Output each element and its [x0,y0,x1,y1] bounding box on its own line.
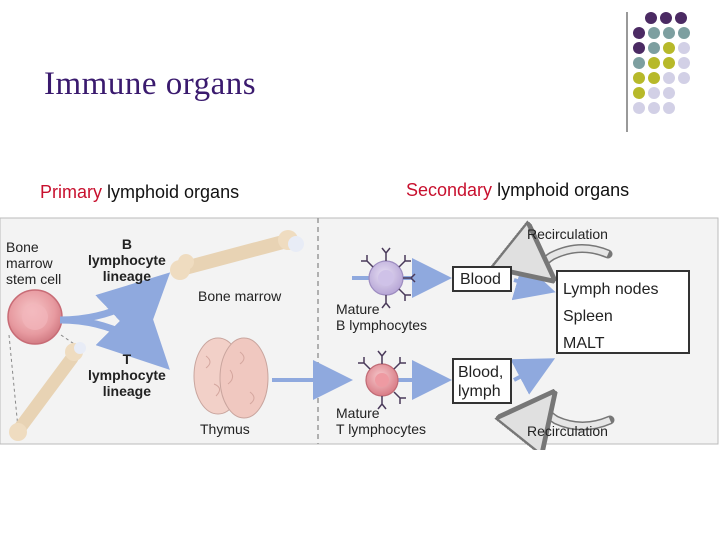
decorative-dot [633,27,645,39]
decorative-dot [633,102,645,114]
decorative-dot [660,12,672,24]
recirculation-bottom-arrow [545,400,612,426]
blood-lymph-box: Blood, lymph [452,358,512,404]
mature-t-cell [358,350,406,410]
decorative-dot-grid [626,12,690,132]
small-bone [9,342,86,441]
femur-bone [170,230,304,280]
t-lineage-label: T lymphocyte lineage [88,351,166,399]
mature-b-cell [361,247,416,309]
recirculation-top-arrow [542,248,610,274]
decorative-dot [678,27,690,39]
decorative-dot [648,102,660,114]
decorative-dot [648,87,660,99]
decorative-dot [678,72,690,84]
organ-spleen: Spleen [563,308,613,325]
decorative-dot [678,42,690,54]
recirculation-bottom-label: Recirculation [527,423,608,439]
bone-marrow-label: Bone marrow [198,288,282,304]
decorative-dot [633,57,645,69]
decorative-dot [633,87,645,99]
decorative-dot [633,42,645,54]
decorative-dot [663,72,675,84]
decorative-dot [648,42,660,54]
slide-title: Immune organs [44,66,257,102]
decorative-dot [648,27,660,39]
thymus-organ [193,337,269,419]
b-lineage-label: B lymphocyte lineage [88,236,166,284]
secondary-heading: Secondary lymphoid organs [406,180,630,200]
t-lineage-arrow [59,295,170,370]
organ-malt: MALT [563,335,605,352]
lymphoid-organs-diagram: Primary lymphoid organs Secondary lympho… [0,170,720,450]
decorative-dot [678,57,690,69]
lymph-to-organs-arrow [510,358,556,395]
decorative-dot [663,57,675,69]
blood-box: Blood [452,266,512,292]
decorative-dot [663,102,675,114]
decorative-dot [663,27,675,39]
decorative-dot [675,12,687,24]
decorative-dot [645,12,657,24]
decorative-dot [648,72,660,84]
mature-b-label: Mature B lymphocytes [336,301,428,333]
secondary-organs-box: Lymph nodes Spleen MALT [556,270,690,354]
decorative-dot [663,87,675,99]
primary-heading: Primary lymphoid organs [40,182,240,202]
organ-lymph-nodes: Lymph nodes [563,281,659,298]
decorative-dot [648,57,660,69]
decorative-dot [633,72,645,84]
stem-cell-label: Bone marrow stem cell [6,239,62,287]
mature-t-label: Mature T lymphocytes [336,405,426,437]
recirculation-top-label: Recirculation [527,226,608,242]
decorative-dot [663,42,675,54]
thymus-label: Thymus [200,421,250,437]
